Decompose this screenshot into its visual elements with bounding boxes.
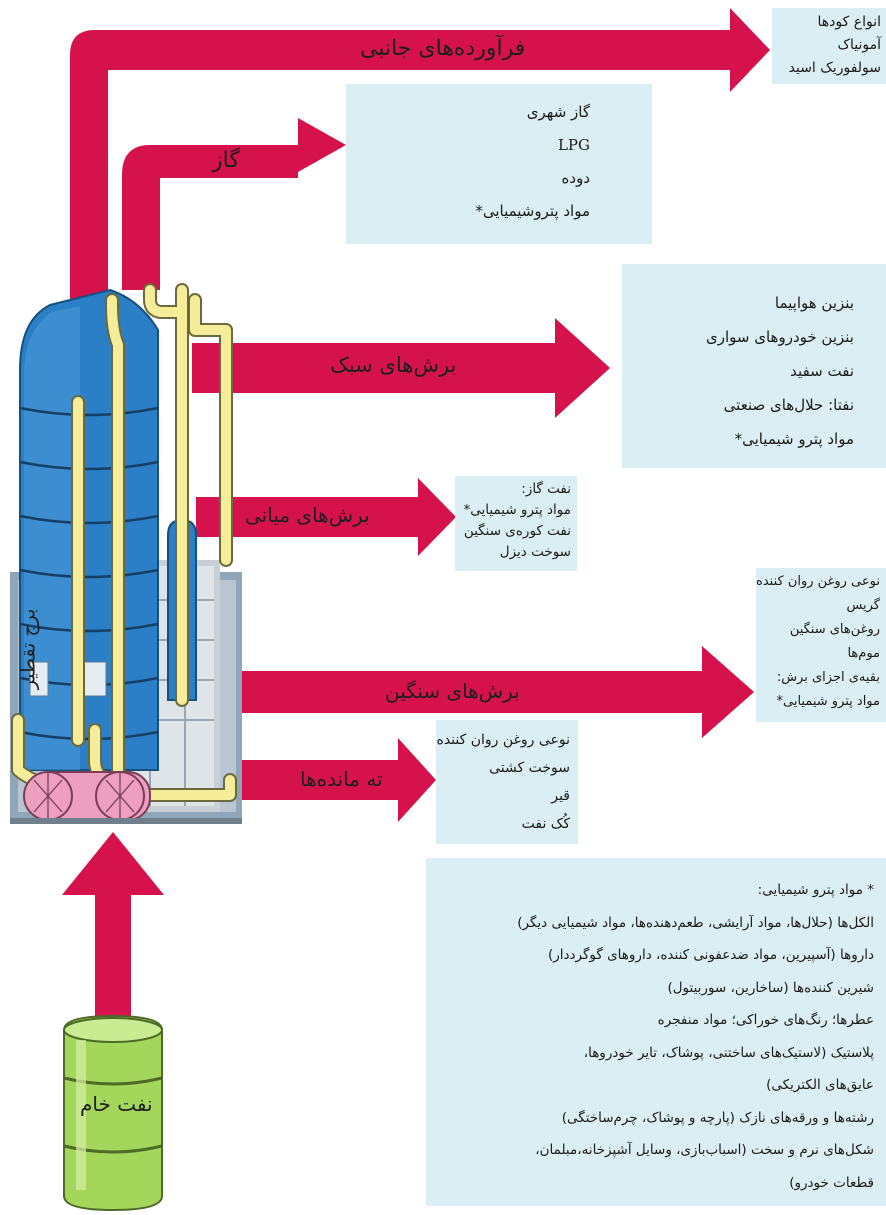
gas-label: گاز [212,148,240,173]
gas-box: گاز شهری LPG دوده مواد پتروشیمیایی* [346,84,652,244]
crude-up-arrow [62,832,164,1016]
gas-item: گاز شهری [526,103,590,121]
petrochem-item: الکل‌ها (حلال‌ها، مواد آرایشی، طعم‌دهنده… [517,914,874,931]
middle-cuts-item: نفت گاز: [521,481,571,497]
side-products-box: انواع کودها آمونیاک سولفوریک اسید [772,8,886,84]
petrochem-item: پلاستیک (لاستیک‌های ساختنی، پوشاک، تایر … [583,1044,874,1061]
heavy-cuts-item: بقیه‌ی اجزای برش: [776,670,880,685]
heavy-cuts-box: نوعی روغن روان کننده گریس روغن‌های سنگین… [756,568,886,722]
heavy-cuts-arrow [210,646,754,738]
petrochem-item: عطرها؛ رنگ‌های خوراکی؛ مواد منفجره [657,1012,874,1028]
middle-cuts-item: مواد پترو شیمیایی* [463,502,572,518]
petrochemicals-note-box: * مواد پترو شیمیایی: الکل‌ها (حلال‌ها، م… [426,858,886,1206]
side-products-item: انواع کودها [817,14,882,30]
heavy-cuts-item: مواد پترو شیمیایی* [776,694,880,709]
gas-item: دوده [561,169,590,187]
heavy-cuts-item: موم‌ها [847,646,880,661]
light-cuts-box: بنزین هواپیما بنزین خودروهای سواری نفت س… [622,264,886,468]
residues-item: سوخت کشتی [489,760,570,776]
middle-cuts-item: سوخت دیزل [499,544,571,560]
light-cuts-item: نفتا: حلال‌های صنعتی [723,396,854,414]
crude-oil-drum [63,1014,163,1212]
residues-label: ته مانده‌ها [300,767,383,791]
residues-item: نوعی روغن روان کننده [436,732,571,748]
middle-cuts-box: نفت گاز: مواد پترو شیمیایی* نفت کوره‌ی س… [455,476,577,571]
side-products-item: سولفوریک اسید [788,60,881,76]
side-products-item: آمونیاک [837,37,881,53]
heavy-cuts-label: برش‌های سنگین [385,679,520,703]
gas-item: مواد پتروشیمیایی* [475,202,590,220]
heavy-cuts-item: نوعی روغن روان کننده [756,574,880,589]
light-cuts-item: بنزین خودروهای سواری [706,328,854,346]
distillation-tower [10,283,242,824]
light-cuts-item: مواد پترو شیمیایی* [734,430,854,448]
petrochem-heading: * مواد پترو شیمیایی: [757,882,874,898]
light-cuts-item: بنزین هواپیما [774,294,854,312]
middle-cuts-label: برش‌های میانی [245,503,370,527]
residues-box: نوعی روغن روان کننده سوخت کشتی قیر کُک ن… [436,720,578,844]
residues-arrow [242,738,436,822]
residues-item: کُک نفت [521,816,570,832]
petrochem-item: عایق‌های الکتریکی) [766,1077,874,1093]
side-products-arrow [70,8,770,325]
petrochem-item: رشته‌ها و ورقه‌های نازک (پارچه و پوشاک، … [561,1109,874,1126]
heavy-cuts-item: گریس [846,598,880,613]
petrochem-item: شیرین کننده‌ها (ساخارین، سوربیتول) [667,979,874,996]
crude-oil-label: نفت خام [80,1092,153,1116]
residues-item: قیر [551,788,570,804]
light-cuts-arrow [192,318,610,418]
heavy-cuts-item: روغن‌های سنگین [789,622,880,637]
tower-label: برج تقطیر [17,608,40,690]
petrochem-item: قطعات خودرو) [789,1174,874,1191]
light-cuts-label: برش‌های سبک [330,353,457,377]
petrochem-item: شکل‌های نرم و سخت (اسباب‌بازی، وسایل آشپ… [535,1142,874,1158]
middle-cuts-item: نفت کوره‌ی سنگین [463,523,571,539]
side-products-label: فرآورده‌های جانبی [360,36,526,61]
gas-arrow [122,118,346,290]
light-cuts-item: نفت سفید [790,362,854,380]
petrochem-item: داروها (آسپیرین، مواد ضدعفونی کننده، دار… [547,947,874,963]
middle-cuts-arrow [196,478,456,556]
gas-item: LPG [557,136,590,154]
